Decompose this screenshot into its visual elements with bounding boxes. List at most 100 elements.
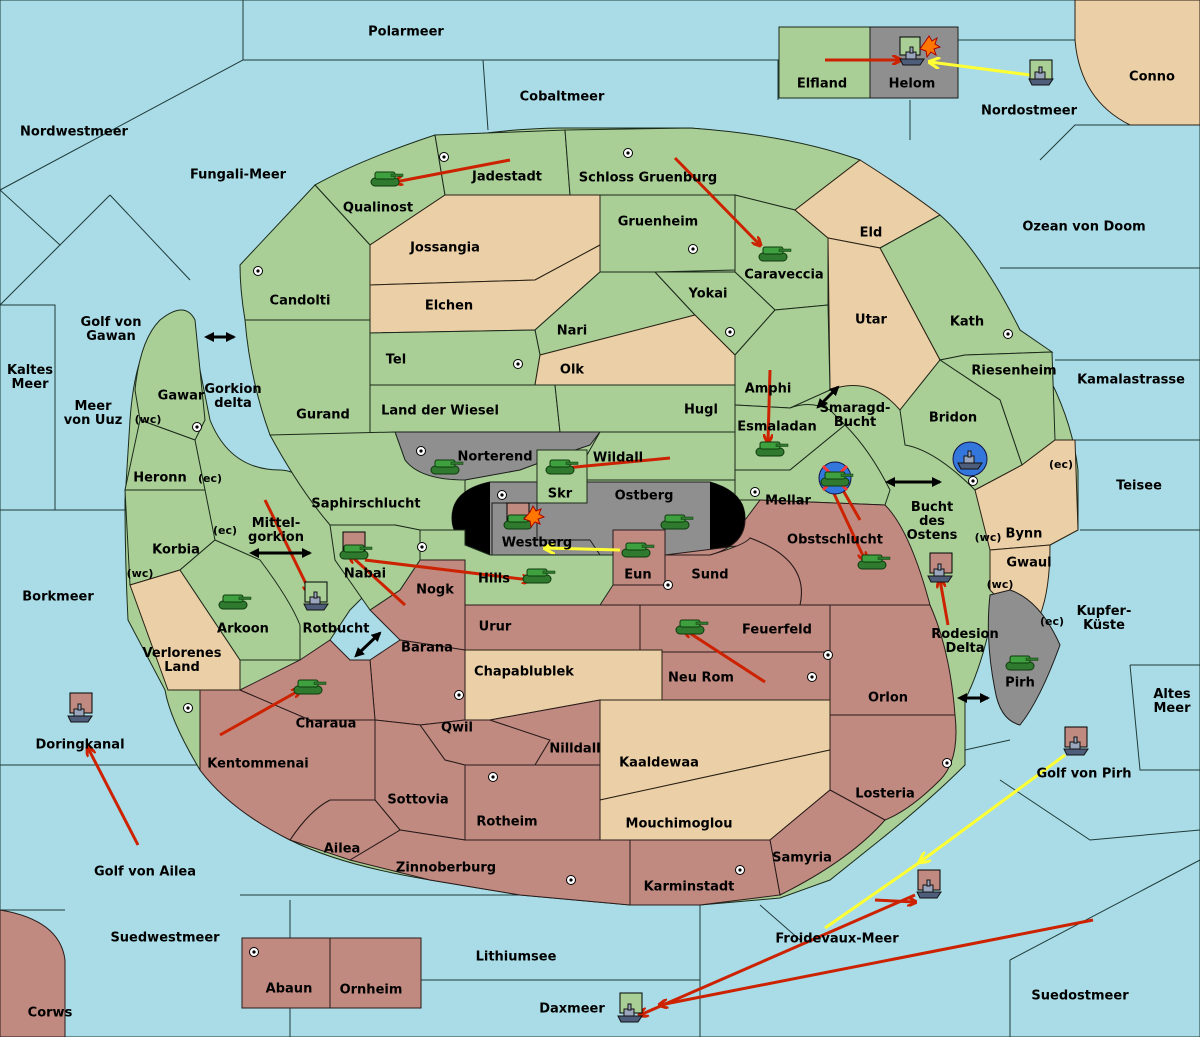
sea-label: Kamalastrasse — [1077, 373, 1185, 388]
province-wildall[interactable] — [586, 431, 736, 481]
supply-center-dot — [945, 761, 949, 765]
province-label: Westberg — [502, 536, 572, 551]
province-label: Ostberg — [615, 489, 674, 504]
province-label: Jossangia — [409, 241, 480, 256]
tank-icon — [857, 554, 891, 570]
province-corws[interactable] — [0, 909, 66, 1037]
province-label: Yokai — [687, 287, 727, 302]
supply-center-dot — [826, 653, 830, 657]
sea-label: Cobaltmeer — [520, 90, 605, 105]
supply-center-dot — [252, 950, 256, 954]
province-label: Helom — [889, 77, 936, 92]
tank-icon — [675, 619, 709, 635]
sea-label: Polarmeer — [368, 25, 444, 40]
sea-label: Kupfer-Küste — [1077, 604, 1132, 633]
province-label: Schloss Gruenburg — [579, 171, 717, 186]
sea-label: Golf von Ailea — [94, 865, 196, 880]
province-label: Olk — [560, 363, 585, 378]
province-label: Korbia — [152, 543, 200, 558]
province-label: Conno — [1129, 70, 1175, 85]
province-sund[interactable] — [599, 537, 802, 606]
province-conno[interactable] — [1074, 0, 1200, 126]
province-label: Eld — [860, 226, 883, 241]
sea-label: Nordwestmeer — [20, 125, 128, 140]
province-label: Mouchimoglou — [626, 817, 733, 832]
province-label: Heronn — [133, 471, 187, 486]
sea-label: Suedostmeer — [1031, 989, 1129, 1004]
order-arrows — [88, 60, 1094, 1015]
coast-label: (ec) — [1049, 458, 1073, 471]
province-karminstadt[interactable] — [629, 839, 781, 906]
tank-icon — [660, 514, 694, 530]
province-gawar[interactable] — [134, 309, 206, 441]
province-label: Gwaul — [1006, 556, 1051, 571]
province-eun[interactable] — [612, 529, 666, 586]
province-samyria[interactable] — [769, 789, 886, 896]
tank-icon — [339, 544, 373, 560]
double-arrow-icon — [816, 385, 840, 409]
province-label: Skr — [548, 487, 573, 502]
supply-center-dot — [195, 425, 199, 429]
supply-center-dot — [516, 362, 520, 366]
province-label: Charaua — [296, 717, 357, 732]
sea-label: Nordostmeer — [981, 104, 1078, 119]
province-ornheim[interactable] — [329, 937, 422, 1009]
sea-label: Ozean von Doom — [1022, 220, 1145, 235]
province-losteria[interactable] — [829, 714, 957, 821]
tank-icon — [545, 459, 579, 475]
province-label: Gurand — [296, 408, 350, 423]
province-verlorenes-land[interactable] — [129, 569, 241, 691]
fleet-daxmeer — [617, 992, 643, 1023]
province-label: Gawar — [158, 389, 205, 404]
tank-icon — [621, 542, 655, 558]
province-label: Nabai — [344, 567, 386, 582]
province-label: Samyria — [772, 851, 832, 866]
province-label: Nari — [557, 324, 588, 339]
province-label: Wildall — [593, 451, 643, 466]
sea-label: Teisee — [1116, 479, 1162, 494]
tank-icon — [293, 679, 327, 695]
coast-label: (wc) — [987, 578, 1014, 591]
tank-icon — [522, 568, 556, 584]
double-arrow-icon — [354, 631, 382, 658]
tank-icon — [820, 471, 854, 487]
province-label: Norterend — [457, 450, 532, 465]
sea-label: Mittel-gorkion — [248, 516, 304, 545]
province-elfland[interactable] — [778, 26, 871, 99]
province-label: Nogk — [416, 583, 454, 598]
sea-label: Golf von Pirh — [1036, 767, 1131, 782]
supply-center-dot — [256, 269, 260, 273]
province-label: Qualinost — [343, 201, 413, 216]
coast-label: (ec) — [213, 524, 237, 537]
coast-label: (wc) — [127, 567, 154, 580]
explosion-icon — [919, 35, 942, 59]
province-label: Mellar — [765, 494, 811, 509]
province-zinnoberburg[interactable] — [348, 829, 631, 906]
fleet-froidevaux — [916, 869, 942, 899]
fleet-doringkanal — [67, 692, 93, 723]
sea-label: Smaragd-Bucht — [820, 401, 891, 430]
supply-center-dot — [728, 330, 732, 334]
province-label: Bridon — [929, 411, 977, 426]
supply-center-dot — [500, 493, 504, 497]
province-gruenheim[interactable] — [599, 194, 736, 273]
province-label: Nilldall — [549, 742, 600, 757]
sea-label: Lithiumsee — [476, 950, 557, 965]
province-label: Barana — [401, 641, 453, 656]
units-small-flags — [339, 502, 546, 560]
province-kentommenai[interactable] — [199, 689, 376, 841]
coast-label: (wc) — [975, 531, 1002, 544]
province-label: Urur — [479, 620, 512, 635]
province-label: Corws — [28, 1006, 73, 1021]
province-label: Caraveccia — [744, 268, 823, 283]
province-bridon[interactable] — [899, 359, 1023, 491]
province-skr[interactable] — [536, 449, 588, 504]
supply-center-dot — [457, 693, 461, 697]
province-label: Tel — [386, 353, 406, 368]
supply-center-dot — [753, 490, 757, 494]
supply-center-dot — [626, 151, 630, 155]
